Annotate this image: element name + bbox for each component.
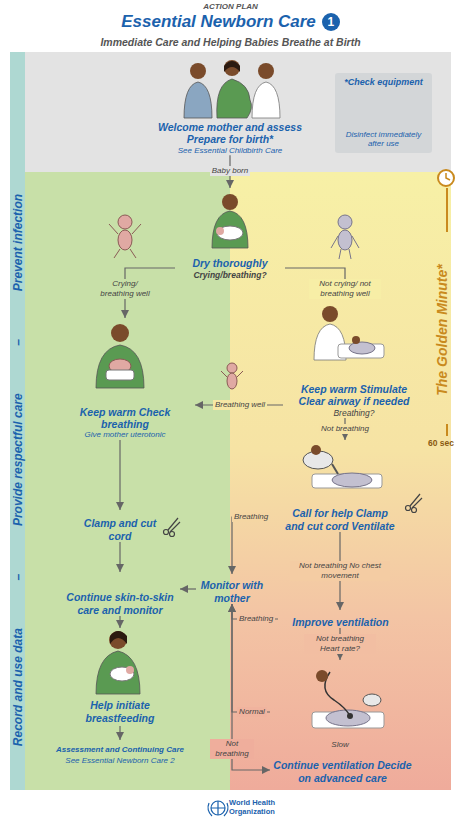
node-title: Improve ventilation xyxy=(278,616,403,628)
note-label: Assessment and Continuing Care xyxy=(40,745,200,754)
process-node: Improve ventilation xyxy=(278,610,403,628)
process-node: Monitor with mother xyxy=(196,574,268,604)
flow-connector xyxy=(232,517,270,574)
plan-tag: ACTION PLAN xyxy=(0,2,461,11)
node-title: *Check equipment xyxy=(338,77,429,88)
side-strip xyxy=(10,52,25,790)
golden-minute-label: The Golden Minute* xyxy=(434,264,450,395)
node-note: Give mother uterotonic xyxy=(70,430,180,440)
process-node: Help initiate breastfeeding xyxy=(70,628,170,724)
side-label: – xyxy=(11,574,25,581)
node-note: Disinfect immediately after use xyxy=(338,130,429,149)
node-title: Keep warm Check breathing xyxy=(70,406,180,431)
edge-label: Not breathing No chest movement xyxy=(290,561,390,580)
edge-label: Breathing well xyxy=(213,400,267,410)
title-row: Essential Newborn Care 1 xyxy=(0,12,461,32)
edge-label: Baby born xyxy=(210,166,250,176)
title: Essential Newborn Care xyxy=(121,12,316,32)
side-band-text: Record and use data – Provide respectful c… xyxy=(10,170,26,770)
edge-label: Not breathing xyxy=(319,424,371,434)
scissors-icons xyxy=(164,494,423,537)
subtitle: Immediate Care and Helping Babies Breath… xyxy=(0,36,461,48)
edge-label: Breathing xyxy=(237,614,275,624)
note-label: See Essential Newborn Care 2 xyxy=(40,756,200,765)
edge-label: Crying/ breathing well xyxy=(98,279,153,298)
node-title: Continue skin-to-skin care and monitor xyxy=(61,591,179,616)
node-title: Clamp and cut cord xyxy=(81,517,159,542)
edge-label: Not crying/ not breathing well xyxy=(309,279,381,298)
process-node: Keep warm Stimulate Clear airway if need… xyxy=(283,298,425,418)
node-title: Continue ventilation Decide on advanced … xyxy=(273,759,413,784)
side-label: – xyxy=(11,339,25,346)
note-label: Slow xyxy=(320,740,360,749)
process-node: Dry thoroughlyCrying/breathing? xyxy=(175,188,285,280)
flow-connector xyxy=(119,616,120,628)
side-label: Provide respectful care xyxy=(11,393,25,526)
people-figures xyxy=(184,60,280,118)
node-title: Call for help Clamp and cut cord Ventila… xyxy=(285,507,395,532)
small-baby xyxy=(221,363,243,389)
node-title: Dry thoroughly xyxy=(176,257,284,269)
node-note: Breathing? xyxy=(287,408,422,418)
who-logo xyxy=(208,801,228,816)
process-node: Call for help Clamp and cut cord Ventila… xyxy=(270,440,410,532)
stimulate-figure xyxy=(314,306,384,360)
flow-connector xyxy=(119,440,120,510)
process-node: Continue ventilation Decide on advanced … xyxy=(270,660,415,784)
continue-line xyxy=(119,726,120,740)
node-title: Help initiate breastfeeding xyxy=(70,699,170,724)
note-label: 60 sec xyxy=(424,438,458,448)
flow-connector xyxy=(180,588,196,589)
node-title: Keep warm Stimulate Clear airway if need… xyxy=(287,383,422,408)
side-label: Prevent infection xyxy=(11,194,25,291)
golden-minute-band: The Golden Minute* xyxy=(433,235,451,425)
node-note: See Essential Childbirth Care xyxy=(143,146,318,156)
breastfeeding-figure xyxy=(96,631,140,694)
organization-name: World Health Organization xyxy=(229,799,291,816)
edge-label: Normal xyxy=(237,707,267,717)
process-node: Continue skin-to-skin care and monitor xyxy=(60,572,180,616)
side-label: Record and use data xyxy=(11,628,25,746)
skin-to-skin-figure xyxy=(96,324,144,388)
edge-label: Breathing xyxy=(232,512,270,522)
edge-label: Not breathing Heart rate? xyxy=(304,634,376,653)
equipment-box: *Check equipmentDisinfect immediately af… xyxy=(335,73,432,153)
process-node: Clamp and cut cord xyxy=(80,510,160,542)
flow-connector xyxy=(119,542,120,572)
top-band xyxy=(25,52,451,172)
bag-mask-ventilation xyxy=(303,445,382,488)
heart-rate-check xyxy=(312,670,384,728)
mother-drying-baby xyxy=(212,194,248,248)
process-node: Keep warm Check breathingGive mother ute… xyxy=(55,318,195,440)
callout-number: 1 xyxy=(322,13,340,31)
process-node: Welcome mother and assess Prepare for bi… xyxy=(140,55,320,155)
node-title: Welcome mother and assess Prepare for bi… xyxy=(143,121,318,146)
node-title: Monitor with mother xyxy=(196,579,268,604)
edge-label: Not breathing xyxy=(210,739,254,758)
crying-baby xyxy=(109,215,141,258)
limp-baby xyxy=(331,215,359,259)
node-note: Crying/breathing? xyxy=(176,270,284,280)
